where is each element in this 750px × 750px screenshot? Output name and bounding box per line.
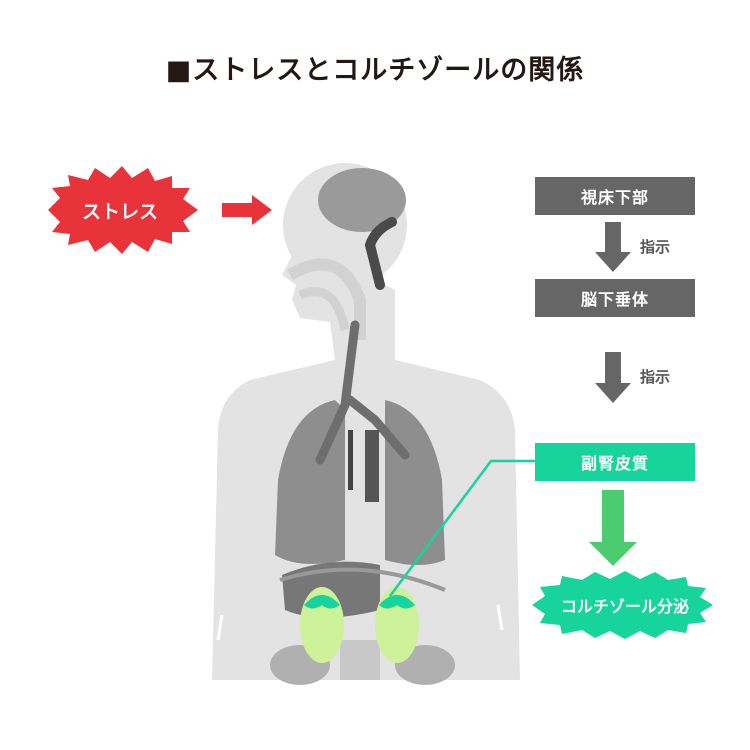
arrow-down-icon — [589, 490, 637, 566]
adrenal-pointer-line — [388, 459, 535, 597]
stress-label: ストレス — [81, 200, 158, 223]
instruction-label-2: 指示 — [640, 368, 671, 386]
cortisol-burst — [532, 571, 713, 639]
page-title: ■ストレスとコルチゾールの関係 — [165, 55, 585, 86]
right-lung — [385, 400, 445, 565]
right-kidney — [375, 587, 419, 663]
pituitary-box: 脳下垂体 — [535, 279, 695, 317]
cortisol-label: コルチゾール分泌 — [560, 597, 689, 616]
stress-burst — [48, 166, 198, 254]
brain — [318, 168, 406, 232]
arrow-down-icon — [595, 222, 631, 272]
adrenal-cortex-box: 副腎皮質 — [535, 443, 695, 481]
left-kidney — [300, 587, 344, 663]
stress-arrow-icon — [222, 195, 272, 225]
hypothalamus-box: 視床下部 — [535, 177, 695, 215]
arrow-down-icon — [595, 352, 631, 403]
instruction-label-1: 指示 — [640, 238, 671, 256]
